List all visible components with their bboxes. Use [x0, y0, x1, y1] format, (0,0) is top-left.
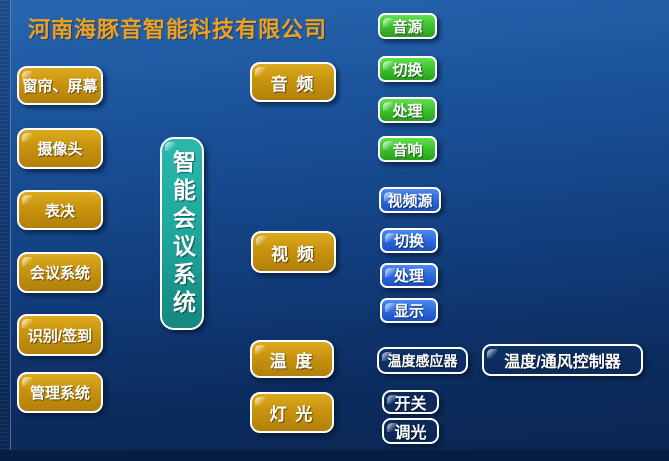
node-label: 音源 — [392, 18, 423, 36]
node-label: 视频源 — [387, 192, 433, 210]
left-node-curtain-screen: 窗帘、屏幕 — [17, 66, 103, 105]
light-switch-node: 开关 — [382, 390, 439, 414]
company-title: 河南海豚音智能科技有限公司 — [28, 17, 328, 42]
left-node-recognition-signin: 识别/签到 — [17, 314, 103, 356]
light-dimming-node: 调光 — [382, 418, 439, 444]
node-label: 切换 — [393, 233, 424, 250]
node-label: 视 频 — [271, 244, 316, 264]
category-node-audio: 音 频 — [250, 62, 336, 102]
node-label: 灯 光 — [269, 405, 315, 424]
audio-node-source: 音源 — [378, 13, 437, 39]
root-node-smart-conference-system: 智能会议系统 — [160, 137, 204, 330]
node-label: 音响 — [392, 141, 423, 159]
root-label: 智能会议系统 — [169, 149, 196, 318]
left-node-management-system: 管理系统 — [17, 372, 103, 413]
node-label: 温度感应器 — [387, 352, 458, 369]
category-node-light: 灯 光 — [250, 392, 334, 433]
node-label: 窗帘、屏幕 — [22, 78, 98, 95]
node-label: 处理 — [393, 268, 424, 285]
node-label: 温 度 — [269, 351, 315, 371]
left-node-conference-system: 会议系统 — [17, 252, 103, 293]
slide-left-edge — [0, 0, 11, 461]
node-label: 开关 — [394, 396, 427, 413]
left-node-camera: 摄像头 — [17, 128, 103, 169]
node-label: 显示 — [393, 303, 424, 320]
left-node-voting: 表决 — [17, 190, 103, 230]
node-label: 管理系统 — [29, 385, 90, 402]
video-node-processing: 处理 — [380, 263, 438, 288]
node-label: 会议系统 — [29, 265, 90, 282]
node-label: 切换 — [392, 61, 423, 79]
node-label: 温度/通风控制器 — [504, 354, 621, 371]
temperature-controller-node: 温度/通风控制器 — [482, 344, 643, 376]
category-node-video: 视 频 — [251, 231, 336, 273]
node-label: 表决 — [44, 202, 75, 220]
audio-node-switch: 切换 — [378, 56, 437, 82]
category-node-temperature: 温 度 — [250, 340, 334, 378]
audio-node-processing: 处理 — [378, 97, 437, 123]
node-label: 音 频 — [270, 74, 316, 94]
video-node-source: 视频源 — [379, 187, 441, 213]
node-label: 处理 — [392, 102, 423, 120]
node-label: 识别/签到 — [27, 327, 93, 345]
slide-bottom-edge — [0, 450, 669, 461]
temperature-sensor-node: 温度感应器 — [377, 347, 468, 374]
audio-node-speaker: 音响 — [378, 136, 437, 162]
video-node-switch: 切换 — [380, 228, 438, 253]
video-node-display: 显示 — [380, 298, 438, 323]
node-label: 调光 — [394, 425, 427, 442]
node-label: 摄像头 — [37, 141, 83, 158]
